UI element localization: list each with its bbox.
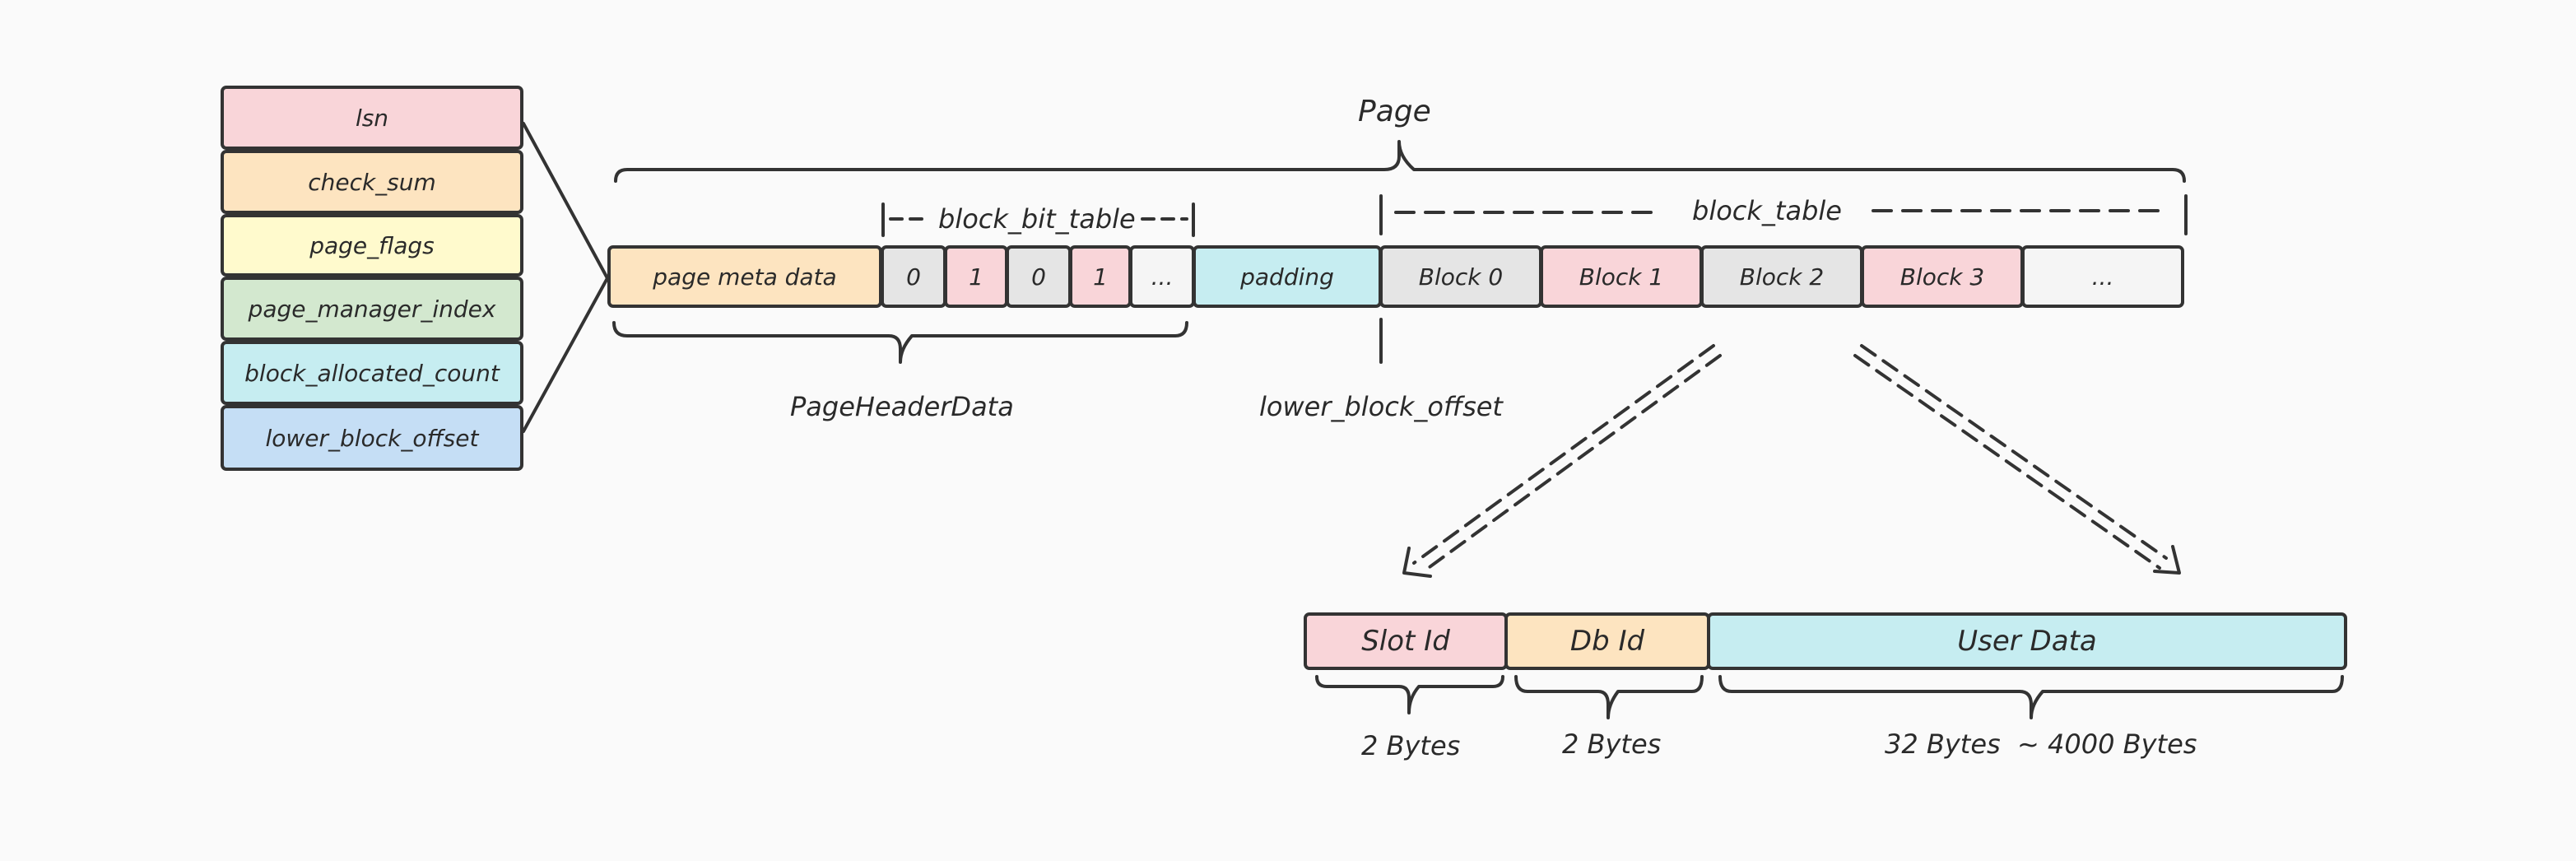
db-id-label: Db Id (1569, 625, 1645, 658)
padding-cell: padding (1193, 245, 1382, 308)
block-cell-1-label: Block 1 (1579, 263, 1664, 291)
bit-table-label: block_bit_table (938, 203, 1136, 235)
field-lsn: lsn (221, 86, 523, 150)
arrow-right-line-a (1860, 344, 2168, 560)
user-brace (1718, 675, 2344, 719)
page-meta-data-label: page meta data (653, 263, 837, 291)
slot-id-cell: Slot Id (1304, 612, 1508, 670)
lower-block-offset-label: lower_block_offset (1259, 391, 1503, 422)
arrow-left-line-a (1412, 344, 1715, 565)
field-page-manager-index-label: page_manager_index (248, 295, 496, 323)
field-page-flags-label: page_flags (309, 231, 435, 259)
block-table-label: block_table (1692, 195, 1842, 226)
db-size-label: 2 Bytes (1562, 728, 1662, 760)
block-cell-more: ... (2021, 245, 2184, 308)
db-brace (1514, 675, 1704, 719)
bit-cell-0-label: 0 (906, 263, 921, 291)
db-id-cell: Db Id (1504, 612, 1710, 670)
user-data-label: User Data (1957, 625, 2097, 658)
field-check-sum-label: check_sum (308, 168, 436, 196)
block-cell-1: Block 1 (1540, 245, 1703, 308)
block-cell-0: Block 0 (1379, 245, 1542, 308)
arrow-right-head (2153, 545, 2181, 575)
arrow-left-head (1402, 547, 1432, 578)
block-cell-more-label: ... (2091, 263, 2114, 291)
user-data-cell: User Data (1707, 612, 2347, 670)
slot-size-label: 2 Bytes (1361, 730, 1461, 761)
bit-cell-0: 0 (881, 245, 946, 308)
field-block-allocated-count: block_allocated_count (221, 341, 523, 405)
header-brace (612, 321, 1188, 364)
arrow-left-line-b (1422, 354, 1722, 573)
bit-cell-more: ... (1129, 245, 1195, 308)
slot-brace (1315, 675, 1504, 714)
bit-cell-3: 1 (1069, 245, 1132, 308)
field-page-flags: page_flags (221, 214, 523, 277)
bit-cell-1: 1 (944, 245, 1008, 308)
bit-cell-1-label: 1 (969, 263, 983, 291)
page-title: Page (1358, 95, 1431, 128)
page-brace (614, 140, 2186, 183)
page-header-data-label: PageHeaderData (790, 391, 1014, 422)
bit-cell-more-label: ... (1151, 263, 1174, 291)
user-size-label: 32 Bytes ~ 4000 Bytes (1885, 728, 2197, 760)
field-page-manager-index: page_manager_index (221, 277, 523, 341)
bit-cell-3-label: 1 (1093, 263, 1108, 291)
bit-cell-2-label: 0 (1031, 263, 1046, 291)
block-cell-2: Block 2 (1700, 245, 1863, 308)
field-block-allocated-count-label: block_allocated_count (244, 359, 500, 387)
padding-cell-label: padding (1240, 263, 1334, 291)
page-meta-data: page meta data (607, 245, 882, 308)
block-cell-0-label: Block 0 (1418, 263, 1504, 291)
block-cell-3: Block 3 (1861, 245, 2024, 308)
field-lsn-label: lsn (355, 104, 389, 132)
bit-cell-2: 0 (1006, 245, 1072, 308)
field-check-sum: check_sum (221, 150, 523, 214)
connector-top (522, 122, 609, 280)
field-lower-block-offset-label: lower_block_offset (265, 424, 479, 452)
block-cell-2-label: Block 2 (1739, 263, 1825, 291)
block-cell-3-label: Block 3 (1899, 263, 1985, 291)
field-lower-block-offset: lower_block_offset (221, 405, 523, 471)
slot-id-label: Slot Id (1361, 625, 1450, 658)
arrow-right-line-b (1853, 354, 2161, 570)
connector-bottom (522, 277, 609, 433)
